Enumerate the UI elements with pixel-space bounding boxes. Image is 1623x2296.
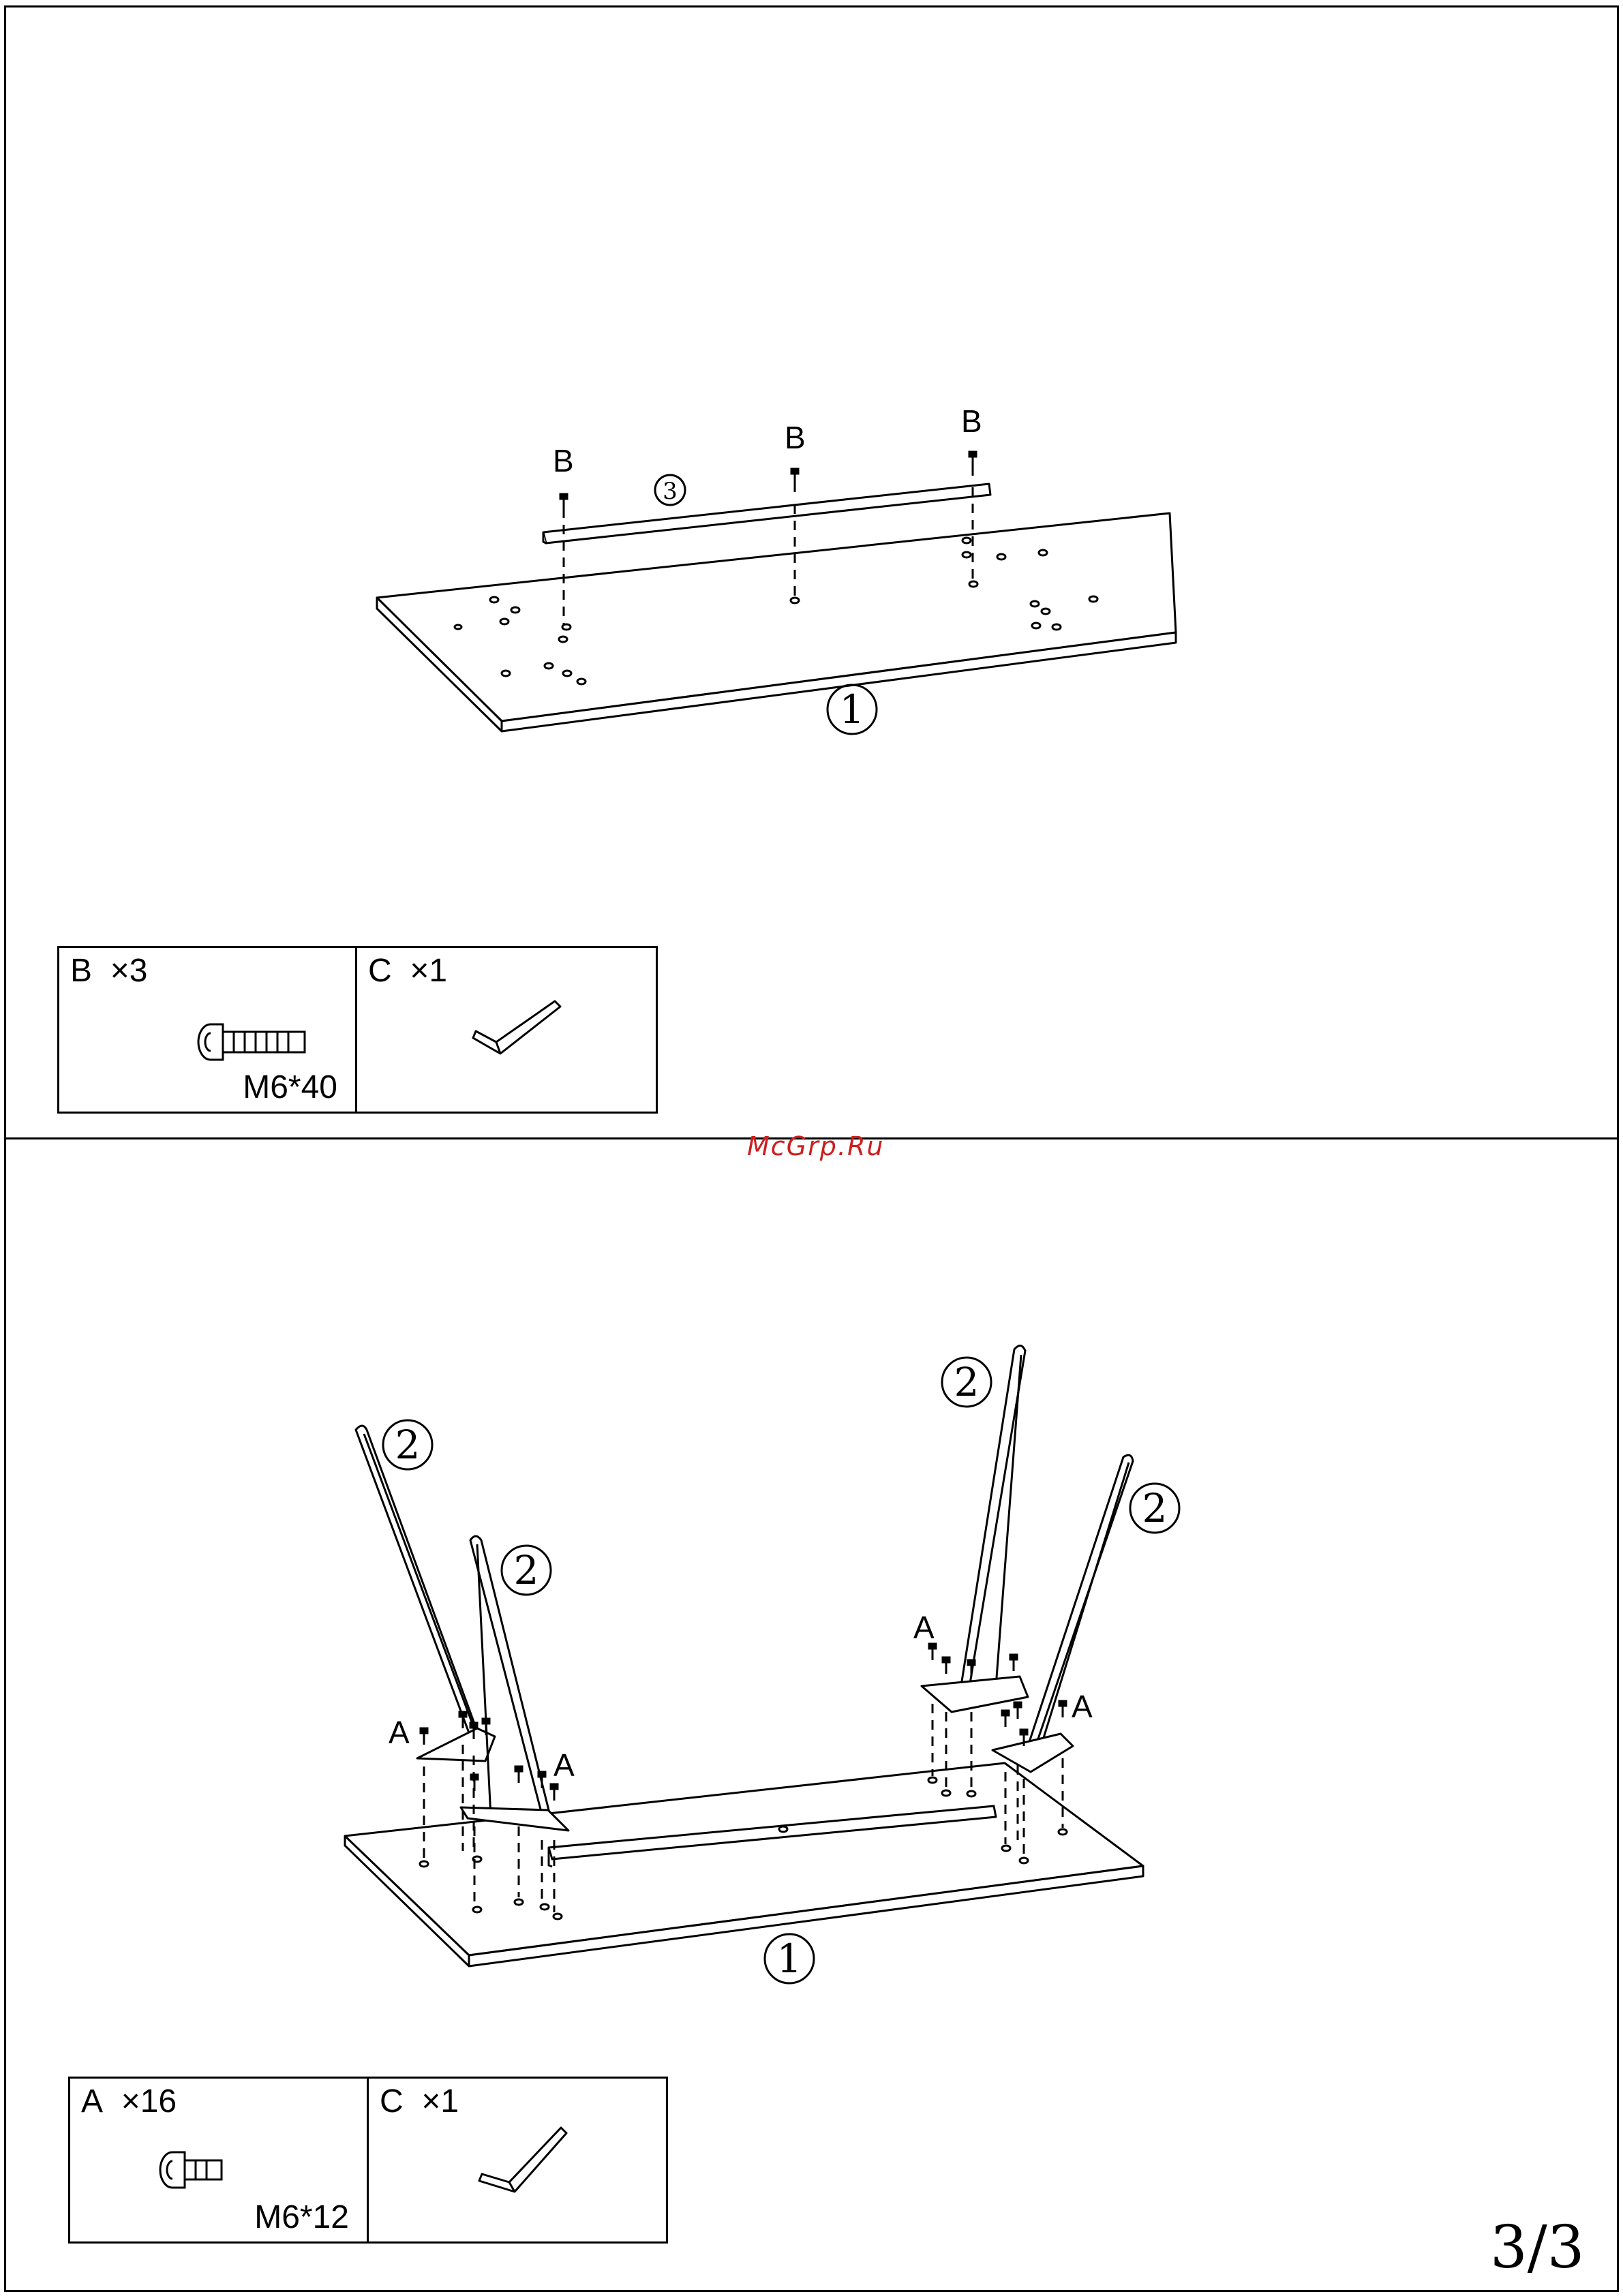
hardware-box-c: C ×1 (367, 2077, 668, 2244)
top-part-number: 1 (777, 1935, 802, 1982)
leg-part-number: 2 (395, 1422, 421, 1468)
screw-label: A (1072, 1689, 1093, 1724)
leg-part-number: 2 (514, 1547, 539, 1593)
page-number: 3/3 (1490, 2214, 1584, 2282)
hairpin-leg (356, 1426, 495, 1761)
hardware-box-a: A ×16 M6*12 (68, 2077, 369, 2244)
hardware-spec: M6*12 (254, 2199, 349, 2236)
allen-key-icon (369, 2079, 670, 2246)
leg-part-number: 2 (954, 1359, 980, 1405)
screw-label: A (389, 1715, 410, 1750)
hairpin-leg (992, 1455, 1133, 1772)
watermark: McGrp.Ru (747, 1131, 884, 1161)
screw-label: A (553, 1747, 575, 1783)
screw-label: A (913, 1610, 935, 1645)
leg-part-number: 2 (1142, 1485, 1168, 1531)
